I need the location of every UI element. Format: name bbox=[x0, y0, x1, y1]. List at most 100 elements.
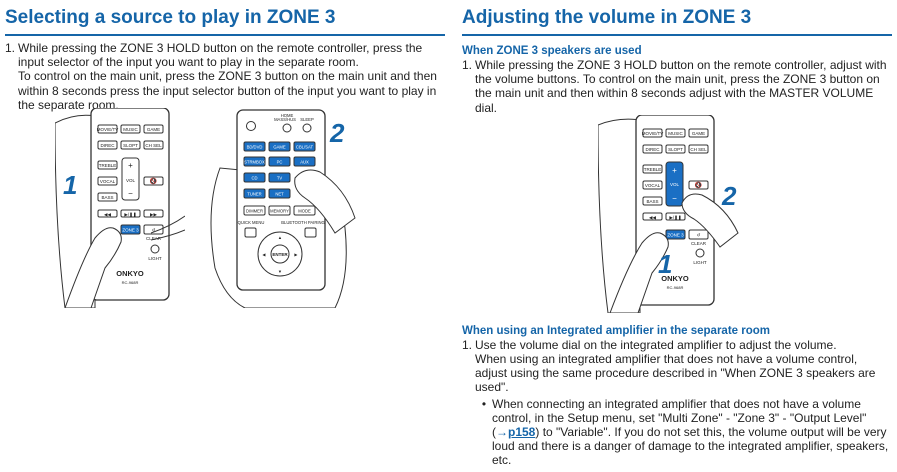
left-section: Selecting a source to play in ZONE 3 1. … bbox=[5, 0, 445, 112]
remote1-prev-icon: ◀◀ bbox=[104, 212, 111, 217]
remote3-light-label: LIGHT bbox=[693, 260, 707, 265]
remote1-zone3-button: ZONE 3 bbox=[122, 228, 139, 233]
remote2-btn-cblsat: CBL/SAT bbox=[296, 145, 314, 150]
remote3-volume-rocker bbox=[665, 161, 684, 207]
remote3-btn-treble: TREBLE bbox=[644, 167, 662, 172]
remote3-btn-chsel: CH SEL bbox=[690, 147, 707, 152]
remote1-btn-slopt: SLOPT bbox=[123, 143, 138, 148]
subheading-integrated-amp: When using an Integrated amplifier in th… bbox=[462, 324, 770, 337]
hand-thumb bbox=[64, 227, 122, 308]
bullet-text-post: ) to "Variable". If you do not set this,… bbox=[492, 425, 889, 468]
remote2-btn-pc: PC bbox=[277, 160, 283, 165]
right-step-number: 1. bbox=[462, 58, 473, 72]
remote1-btn-bass: BASS bbox=[101, 195, 113, 200]
remote2-btn-cd: CD bbox=[251, 176, 257, 181]
remote-illustration-input-selector: HOME MASS/HUS SLEEP BD/DVD GAME CBL/SAT … bbox=[210, 109, 356, 308]
remote2-btn-strmbox: STRMBOX bbox=[244, 160, 265, 165]
remote3-brand: ONKYO bbox=[661, 274, 689, 283]
remote1-clear-label: CLEAR bbox=[146, 236, 162, 241]
remote2-power-icon bbox=[246, 121, 256, 131]
remote2-btn-memory: MEMORY bbox=[270, 209, 289, 214]
right-step-text: While pressing the ZONE 3 HOLD button on… bbox=[475, 58, 887, 115]
hand-finger bbox=[294, 169, 356, 234]
callout-1: 1 bbox=[63, 170, 77, 200]
right-step2-text-1: Use the volume dial on the integrated am… bbox=[475, 337, 837, 352]
right-step-2: 1. Use the volume dial on the integrated… bbox=[462, 338, 892, 395]
callout-volume-1: 1 bbox=[658, 249, 672, 279]
remote2-btn-mode: MODE bbox=[298, 209, 311, 214]
remote2-btn-tuner: TUNER bbox=[247, 192, 261, 197]
remote2-up-icon: ▲ bbox=[278, 235, 282, 240]
remote3-vol-label: VOL bbox=[670, 182, 680, 187]
remote1-vol-label: VOL bbox=[126, 178, 136, 183]
remote2-right-icon: ▶ bbox=[294, 252, 298, 257]
remote3-back-icon: ↺ bbox=[697, 233, 701, 238]
right-step2-text-2: When using an integrated amplifier that … bbox=[475, 352, 876, 395]
remote3-zone3-button: ZONE 3 bbox=[667, 233, 684, 238]
left-title: Selecting a source to play in ZONE 3 bbox=[5, 7, 336, 28]
remote1-mute-icon: 🔇 bbox=[150, 177, 158, 185]
right-title-rule bbox=[462, 34, 892, 36]
remote2-down-icon: ▼ bbox=[278, 269, 282, 274]
remote3-btn-music: MUSIC bbox=[668, 131, 683, 136]
note-bullet: • When connecting an integrated amplifie… bbox=[476, 397, 892, 468]
remote1-back-icon: ↺ bbox=[152, 228, 156, 233]
remote3-vol-plus-icon: + bbox=[672, 166, 677, 175]
remote1-vol-plus-icon: + bbox=[128, 161, 133, 170]
remote-illustration-zone3-hold: MOVIE/TV MUSIC GAME DIREC SLOPT CH SEL T… bbox=[55, 108, 185, 308]
remote2-btn-tv: TV bbox=[277, 176, 283, 181]
remote1-light-label: LIGHT bbox=[148, 256, 162, 261]
remote3-play-icon: ▶/❚❚ bbox=[669, 215, 681, 221]
remote2-btn-dimmer: DIMMER bbox=[246, 209, 263, 214]
remote1-btn-treble: TREBLE bbox=[99, 163, 117, 168]
remote3-vol-minus-icon: − bbox=[672, 194, 677, 203]
remote2-btn-net: NET bbox=[275, 192, 284, 197]
callout-2: 2 bbox=[329, 118, 345, 148]
remote2-quick-menu-label: QUICK MENU bbox=[238, 220, 265, 225]
right-step-1: 1. While pressing the ZONE 3 HOLD button… bbox=[462, 58, 892, 115]
remote2-home-label: HOME bbox=[281, 113, 294, 118]
remote2-btn-bddvd: BD/DVD bbox=[247, 145, 263, 150]
remote3-mute-icon: 🔇 bbox=[695, 181, 703, 189]
callout-volume-2: 2 bbox=[721, 181, 737, 211]
remote3-btn-vocal: VOCAL bbox=[645, 183, 661, 188]
remote1-btn-direc: DIREC bbox=[100, 143, 115, 148]
remote1-vol-minus-icon: − bbox=[128, 189, 133, 198]
remote1-btn-movietv: MOVIE/TV bbox=[97, 127, 119, 132]
remote3-btn-game: GAME bbox=[692, 131, 705, 136]
bullet-mark: • bbox=[481, 396, 487, 411]
left-step-1: 1. While pressing the ZONE 3 HOLD button… bbox=[5, 41, 445, 112]
left-step-number: 1. bbox=[5, 41, 16, 55]
link-arrow-icon: → bbox=[496, 425, 508, 440]
left-title-rule bbox=[5, 34, 445, 36]
remote2-btn-game: GAME bbox=[273, 145, 286, 150]
remote1-next-icon: ▶▶ bbox=[150, 212, 157, 217]
remote3-btn-movietv: MOVIE/TV bbox=[642, 131, 664, 136]
remote3-prev-icon: ◀◀ bbox=[649, 215, 656, 220]
remote1-btn-game: GAME bbox=[147, 127, 160, 132]
remote3-model: RC-968R bbox=[667, 285, 684, 290]
page-link-p158[interactable]: p158 bbox=[508, 425, 536, 440]
remote2-sleep-label: SLEEP bbox=[300, 117, 314, 122]
right-title: Adjusting the volume in ZONE 3 bbox=[462, 7, 752, 28]
remote3-hand-thumb bbox=[609, 232, 669, 313]
left-step-text-1: While pressing the ZONE 3 HOLD button on… bbox=[18, 41, 423, 70]
remote2-btn-aux: AUX bbox=[300, 160, 309, 165]
remote2-bluetooth-label: BLUETOOTH PAIRING bbox=[281, 220, 325, 225]
remote3-btn-slopt: SLOPT bbox=[668, 147, 683, 152]
left-step-text-2: To control on the main unit, press the Z… bbox=[18, 69, 437, 112]
remote1-btn-chsel: CH SEL bbox=[145, 143, 162, 148]
right-step2-number: 1. bbox=[462, 337, 473, 352]
remote1-model: RC-968R bbox=[122, 280, 139, 285]
remote3-btn-bass: BASS bbox=[646, 199, 658, 204]
remote1-brand: ONKYO bbox=[116, 269, 144, 278]
remote3-clear-label: CLEAR bbox=[691, 241, 707, 246]
subheading-zone3-speakers: When ZONE 3 speakers are used bbox=[462, 45, 642, 57]
remote2-mass-label: MASS/HUS bbox=[274, 117, 296, 122]
remote1-btn-music: MUSIC bbox=[123, 127, 138, 132]
remote-illustration-volume: MOVIE/TV MUSIC GAME DIREC SLOPT CH SEL T… bbox=[598, 115, 739, 313]
remote2-left-icon: ◀ bbox=[262, 252, 266, 257]
remote2-enter-label: ENTER bbox=[272, 252, 288, 257]
remote3-hand-finger bbox=[681, 193, 739, 248]
remote3-btn-direc: DIREC bbox=[645, 147, 660, 152]
